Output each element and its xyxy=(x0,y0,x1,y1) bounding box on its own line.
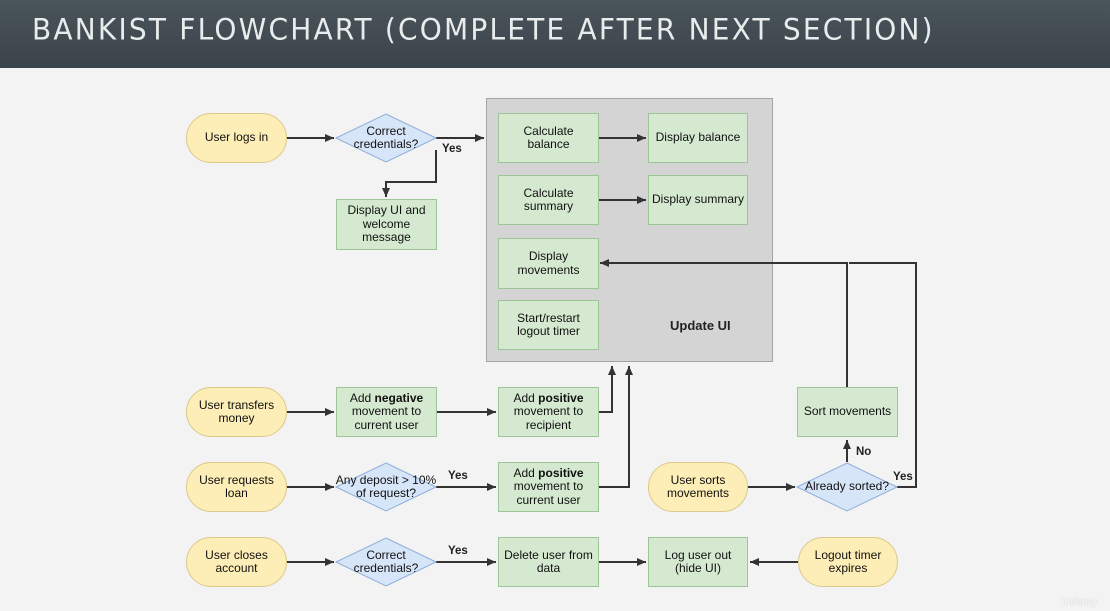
decision-already-sorted: Already sorted? xyxy=(796,462,898,512)
edge-addpos-to-update xyxy=(598,366,616,413)
node-label: Display movements xyxy=(517,249,580,277)
process-display-balance: Display balance xyxy=(648,113,748,163)
label-emphasis: negative xyxy=(374,390,424,405)
diamond-shape xyxy=(335,113,437,163)
decision-correct-credentials-close: Correct credentials? xyxy=(335,537,437,587)
label-emphasis: positive xyxy=(538,390,584,405)
edge-sorted-yes-to-display xyxy=(849,262,917,488)
node-label: Calculate summary xyxy=(523,185,574,213)
start-user-requests-loan: User requests loan xyxy=(186,462,287,512)
node-label: Add positive movement to recipient xyxy=(513,390,584,433)
edge-label-yes-loan: Yes xyxy=(448,470,468,482)
start-user-transfers-money: User transfers money xyxy=(186,387,287,437)
start-logout-timer-expires: Logout timer expires xyxy=(798,537,898,587)
node-label: Logout timer expires xyxy=(814,547,882,575)
label-part: Add xyxy=(513,390,539,405)
decision-deposit-check: Any deposit > 10% of request? xyxy=(335,462,437,512)
node-label: Delete user from data xyxy=(504,547,593,575)
node-label: Any deposit > 10% of request? xyxy=(335,472,437,500)
decision-correct-credentials: Correct credentials? xyxy=(335,113,437,163)
node-label: Add negative movement to current user xyxy=(349,390,424,433)
edge-cred-to-welcome xyxy=(382,150,437,197)
edge-label-yes: Yes xyxy=(442,143,462,155)
label-part: Add xyxy=(349,390,375,405)
node-label: Log user out (hide UI) xyxy=(664,547,732,575)
process-calculate-balance: Calculate balance xyxy=(498,113,599,163)
node-label: Calculate balance xyxy=(523,123,574,151)
process-delete-user: Delete user from data xyxy=(498,537,599,587)
diamond-shape xyxy=(335,537,437,587)
node-label: User requests loan xyxy=(199,472,274,500)
node-label: Display balance xyxy=(655,130,741,145)
process-display-summary: Display summary xyxy=(648,175,748,225)
node-label: User logs in xyxy=(204,130,269,145)
header-bar: BANKIST FLOWCHART (COMPLETE AFTER NEXT S… xyxy=(0,0,1110,68)
edge-label-no-sorted: No xyxy=(856,446,872,458)
edge-addposcur-to-update xyxy=(598,366,633,488)
node-label: User closes account xyxy=(205,547,268,575)
update-ui-label: Update UI xyxy=(670,318,731,333)
start-user-sorts-movements: User sorts movements xyxy=(648,462,748,512)
node-label: Sort movements xyxy=(803,404,892,419)
process-add-positive-recipient: Add positive movement to recipient xyxy=(498,387,599,437)
label-emphasis: positive xyxy=(538,465,584,480)
page-title: BANKIST FLOWCHART (COMPLETE AFTER NEXT S… xyxy=(32,12,935,47)
node-label: Correct credentials? xyxy=(353,123,419,151)
process-display-ui-welcome: Display UI and welcome message xyxy=(336,199,437,250)
process-calculate-summary: Calculate summary xyxy=(498,175,599,225)
edge-sort-to-display xyxy=(600,259,848,387)
diamond-shape xyxy=(796,462,898,512)
udemy-watermark: Udemy xyxy=(1062,596,1097,608)
process-sort-movements: Sort movements xyxy=(797,387,898,437)
process-logout-timer: Start/restart logout timer xyxy=(498,300,599,350)
process-add-positive-current: Add positive movement to current user xyxy=(498,462,599,512)
node-label: Display summary xyxy=(651,192,744,207)
node-label: User transfers money xyxy=(198,397,275,425)
process-log-user-out: Log user out (hide UI) xyxy=(648,537,748,587)
edge-label-yes-close: Yes xyxy=(448,545,468,557)
process-add-negative-movement: Add negative movement to current user xyxy=(336,387,437,437)
edge-label-yes-sorted: Yes xyxy=(893,471,913,483)
node-label: Add positive movement to current user xyxy=(513,465,584,508)
label-part: movement to current user xyxy=(351,404,422,432)
process-display-movements: Display movements xyxy=(498,238,599,289)
label-part: Add xyxy=(513,465,539,480)
diamond-shape xyxy=(335,462,437,512)
start-user-closes-account: User closes account xyxy=(186,537,287,587)
node-label: Display UI and welcome message xyxy=(347,203,426,245)
label-part: movement to recipient xyxy=(513,404,584,432)
node-label: User sorts movements xyxy=(666,472,730,500)
start-user-logs-in: User logs in xyxy=(186,113,287,163)
node-label: Already sorted? xyxy=(804,479,890,494)
node-label: Start/restart logout timer xyxy=(517,310,580,338)
node-label: Correct credentials? xyxy=(353,547,419,575)
label-part: movement to current user xyxy=(513,479,584,507)
